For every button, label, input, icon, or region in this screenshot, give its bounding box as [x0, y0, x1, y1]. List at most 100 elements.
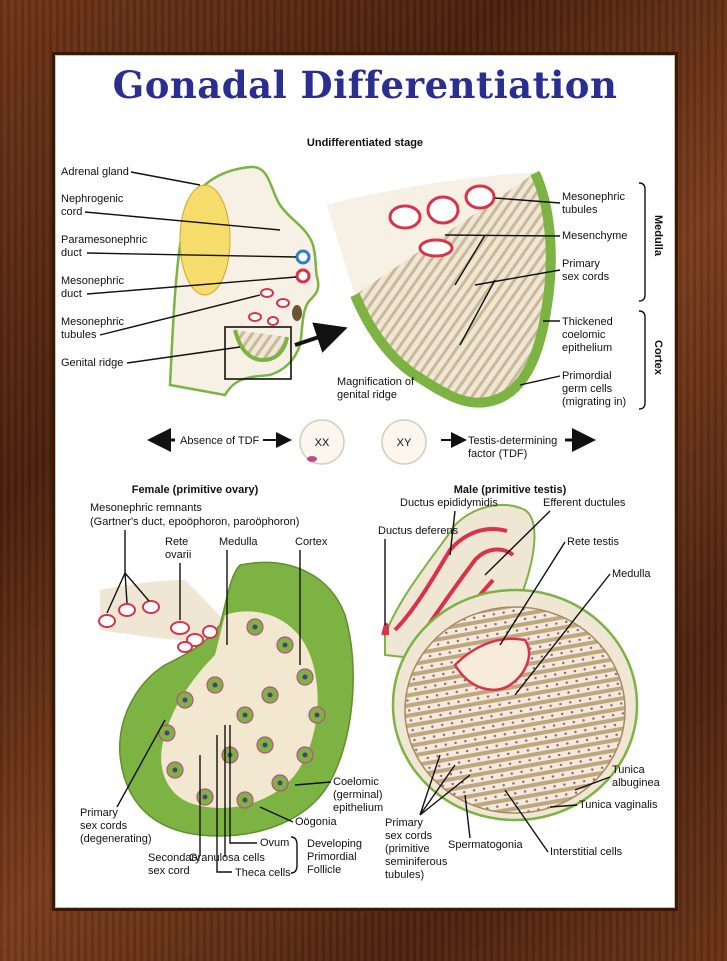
label-female-primary-1: Primary — [80, 807, 118, 819]
undifferentiated-heading: Undifferentiated stage — [307, 137, 423, 149]
aorta-shape — [292, 305, 302, 321]
adrenal-gland-shape — [179, 184, 231, 296]
ductus-deferens-shape — [381, 622, 389, 636]
label-nephrogenic-1: Nephrogenic — [61, 193, 124, 205]
cortex-bracket — [638, 310, 646, 410]
label-albuginea-1: Tunica — [612, 764, 645, 776]
paramesonephric-duct-shape — [295, 249, 311, 265]
male-section: Male (primitive testis) Ductus epididymi… — [378, 484, 661, 881]
label-mesonephric-tubules-2: tubules — [61, 329, 97, 341]
medulla-bracket — [638, 182, 646, 302]
magnified-tubule — [464, 184, 496, 210]
label-primary-cords-1: Primary — [562, 258, 600, 270]
rete-ovarii-tubule — [186, 633, 204, 647]
label-male-primary-4: seminiferous — [385, 856, 448, 868]
label-primordial-2: germ cells — [562, 383, 613, 395]
label-meso-remnants-1: Mesonephric remnants — [90, 502, 202, 514]
follicle-nuclei — [164, 624, 320, 803]
tubule-shape — [260, 288, 274, 298]
label-secondary-2: sex cord — [148, 865, 190, 877]
label-meso-remnants-2: (Gartner's duct, epoöphoron, paroöphoron… — [90, 516, 299, 528]
xy-cell — [381, 419, 427, 465]
label-spermatogonia: Spermatogonia — [448, 839, 523, 851]
label-oogonia: Oögonia — [295, 816, 337, 828]
tubule-shape — [248, 312, 262, 322]
side-label-medulla: Medulla — [652, 215, 664, 257]
coelomic-epithelium-shape — [350, 170, 556, 408]
label-ovum: Ovum — [260, 837, 289, 849]
label-coelomic-3: epithelium — [333, 802, 383, 814]
rete-ovarii-tubule — [170, 621, 190, 635]
label-xy: XY — [397, 437, 412, 449]
label-thickened-2: coelomic — [562, 329, 606, 341]
label-paramesonephric-2: duct — [61, 247, 82, 259]
label-male-primary-1: Primary — [385, 817, 423, 829]
label-rete-testis: Rete testis — [567, 536, 619, 548]
magnified-tubule — [388, 204, 422, 230]
rete-testis-shape — [453, 637, 531, 692]
tubule-shape — [267, 316, 279, 326]
label-deferens: Ductus deferens — [378, 525, 459, 537]
label-female-medulla: Medulla — [219, 536, 258, 548]
barr-body — [307, 456, 317, 462]
label-rete-ovarii-2: ovarii — [165, 549, 191, 561]
label-male-primary-3: (primitive — [385, 843, 430, 855]
label-meso-tubules-1: Mesonephric — [562, 191, 625, 203]
male-heading: Male (primitive testis) — [454, 484, 567, 496]
label-primary-cords-2: sex cords — [562, 271, 610, 283]
label-interstitial: Interstitial cells — [550, 846, 623, 858]
label-paramesonephric-1: Paramesonephric — [61, 234, 148, 246]
label-absence-tdf: Absence of TDF — [180, 435, 260, 447]
female-section: Female (primitive ovary) — [80, 484, 383, 879]
undifferentiated-section: Undifferentiated stage Adrenal gland — [61, 137, 664, 410]
label-follicle-2: Primordial — [307, 851, 357, 863]
label-magnification-2: genital ridge — [337, 389, 397, 401]
label-theca: Theca cells — [235, 867, 291, 879]
label-follicle-1: Developing — [307, 838, 362, 850]
label-mesonephric-duct-2: duct — [61, 288, 82, 300]
label-thickened-3: epithelium — [562, 342, 612, 354]
testis-tubules — [404, 606, 626, 814]
label-vaginalis: Tunica vaginalis — [579, 799, 658, 811]
xx-cell — [299, 419, 345, 465]
label-granulosa: Granulosa cells — [189, 852, 265, 864]
magnify-arrow — [294, 322, 348, 353]
magnified-tubule — [426, 195, 460, 225]
magnified-tubule — [418, 238, 454, 258]
label-male-medulla: Medulla — [612, 568, 651, 580]
poster: Gonadal Differentiation Undifferentiated… — [55, 55, 675, 908]
label-rete-ovarii-1: Rete — [165, 536, 188, 548]
diagram-canvas: Undifferentiated stage Adrenal gland — [61, 137, 664, 881]
label-secondary-1: Secondary — [148, 852, 201, 864]
label-female-cortex: Cortex — [295, 536, 328, 548]
genital-ridge-shape — [233, 329, 289, 363]
label-magnification-1: Magnification of — [337, 376, 415, 388]
label-epididymidis: Ductus epididymidis — [400, 497, 498, 509]
label-genital-ridge: Genital ridge — [61, 357, 123, 369]
label-nephrogenic-2: cord — [61, 206, 82, 218]
label-male-primary-2: sex cords — [385, 830, 433, 842]
mesonephric-region — [100, 580, 235, 641]
label-male-primary-5: tubules) — [385, 869, 424, 881]
label-mesonephric-tubules-1: Mesonephric — [61, 316, 124, 328]
rete-ovarii-tubule — [177, 641, 193, 653]
label-testis-factor-1: Testis-determining — [468, 435, 557, 447]
tdf-row: Absence of TDF XX XY Testis-determining … — [147, 419, 596, 465]
label-female-primary-2: sex cords — [80, 820, 128, 832]
label-xx: XX — [315, 437, 330, 449]
magnify-box — [224, 326, 292, 380]
label-follicle-3: Follicle — [307, 864, 341, 876]
label-coelomic-1: Coelomic — [333, 776, 379, 788]
label-coelomic-2: (germinal) — [333, 789, 383, 801]
label-adrenal-gland: Adrenal gland — [61, 166, 129, 178]
label-meso-tubules-2: tubules — [562, 204, 598, 216]
tubule-shape — [276, 298, 290, 308]
label-albuginea-2: albuginea — [612, 777, 661, 789]
follicle-bracket — [290, 836, 298, 874]
mesonephric-duct-shape — [295, 268, 311, 284]
label-thickened-1: Thickened — [562, 316, 613, 328]
ovarian-follicles — [158, 618, 326, 809]
poster-title: Gonadal Differentiation — [112, 63, 618, 107]
side-label-cortex: Cortex — [652, 340, 664, 376]
label-primordial-1: Primordial — [562, 370, 612, 382]
